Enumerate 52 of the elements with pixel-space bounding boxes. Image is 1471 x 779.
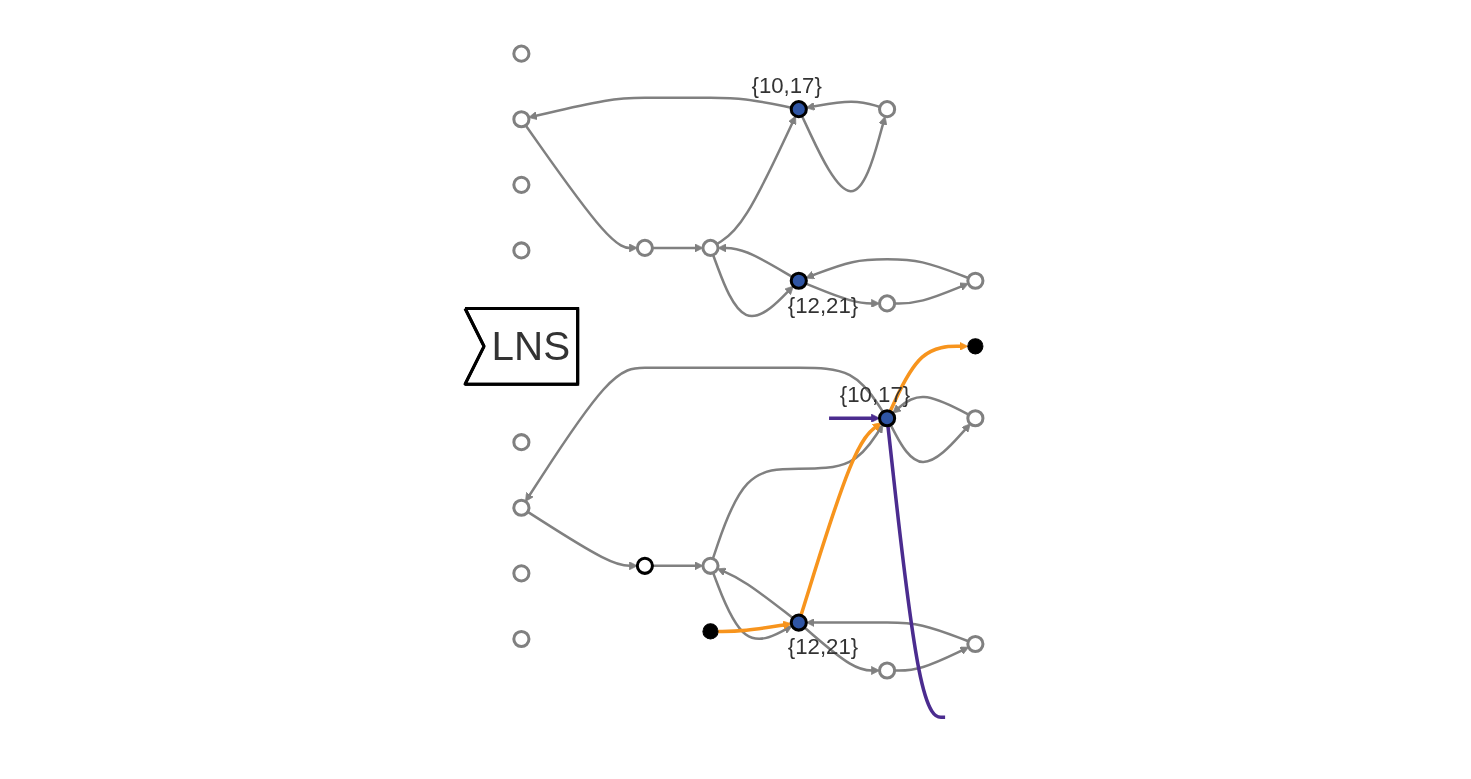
arrow: [716, 115, 797, 246]
arrow: [712, 572, 793, 641]
arrow: [800, 115, 888, 193]
node-circle: [512, 110, 531, 129]
node-circle: [789, 100, 808, 119]
node-circle: [878, 661, 897, 680]
arrow: [652, 243, 704, 253]
arrow: [894, 282, 969, 305]
arrow: [892, 396, 970, 417]
node-circle: [966, 635, 985, 654]
node-circle: [512, 564, 531, 583]
node-circle: [701, 557, 720, 576]
arrow: [805, 100, 881, 112]
node-circle: [512, 499, 531, 518]
node-circle: [878, 294, 897, 313]
node-circle: [512, 630, 531, 649]
arrow: [717, 243, 794, 279]
arrow: [894, 647, 970, 673]
node-circle: [878, 409, 897, 428]
node-circle: [789, 613, 808, 632]
node-circle: [966, 409, 985, 428]
arrow: [805, 282, 881, 309]
node-circle: [635, 557, 655, 576]
arrow: [528, 96, 792, 121]
arrow: [652, 561, 704, 571]
arrow: [711, 424, 884, 560]
node-circle: [512, 241, 531, 260]
node-label: {12,21}: [787, 292, 859, 318]
arrow: [805, 258, 969, 280]
arrow: [717, 568, 794, 620]
node-circle: [789, 271, 808, 291]
node-circle: [635, 239, 655, 258]
node-circle: [702, 623, 719, 640]
node-circle: [878, 100, 897, 119]
arrow: [829, 414, 881, 423]
node-circle: [512, 44, 531, 64]
arrow: [712, 254, 794, 318]
arrow: [806, 618, 969, 643]
arrow: [889, 423, 971, 464]
node-circle: [966, 271, 985, 291]
node-circle: [512, 433, 531, 452]
node-circle: [967, 338, 984, 355]
arrow: [799, 422, 882, 617]
connector: [886, 425, 946, 720]
arrow: [888, 342, 969, 413]
node-circle: [512, 176, 531, 195]
arrow: [525, 366, 885, 503]
arrow: [718, 620, 792, 634]
node-label: {10,17}: [751, 72, 822, 98]
arrow: [527, 511, 638, 571]
node-circle: [701, 239, 720, 258]
arrow: [524, 125, 638, 253]
